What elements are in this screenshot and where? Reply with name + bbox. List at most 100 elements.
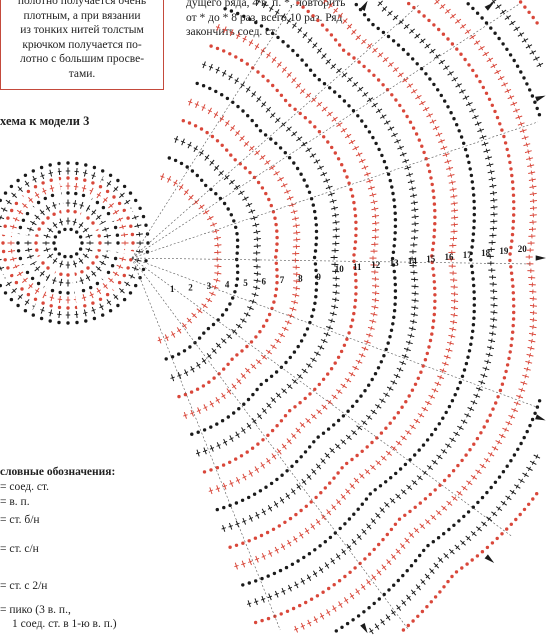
chain-dot <box>528 423 532 428</box>
stitch-mark <box>307 363 311 368</box>
stitch-mark <box>442 145 446 151</box>
chain-dot <box>69 227 73 232</box>
chain-dot <box>465 154 470 158</box>
chain-dot <box>299 508 303 513</box>
chain-dot <box>512 58 516 63</box>
chain-dot <box>220 93 224 97</box>
chain-dot <box>241 583 245 587</box>
chain-dot <box>510 173 514 178</box>
row-number-label: 14 <box>408 256 418 266</box>
chain-dot <box>235 245 240 249</box>
chain-dot <box>57 252 61 256</box>
legend-item-picot-detail: 1 соед. ст. в 1-ю в. п.) <box>12 618 117 630</box>
chain-dot <box>460 374 465 378</box>
chain-dot <box>146 241 150 245</box>
stitch-mark <box>335 234 337 239</box>
chain-dot <box>25 270 30 275</box>
chain-dot <box>456 386 460 391</box>
stitch-mark <box>322 338 326 344</box>
legend-title: словные обозначения: <box>0 466 116 478</box>
chain-dot <box>303 450 308 454</box>
row-number-label: 20 <box>518 244 528 254</box>
chain-dot <box>312 440 316 444</box>
chain-dot <box>3 191 8 195</box>
stitch-mark <box>226 389 231 393</box>
chain-dot <box>460 458 464 463</box>
chain-dot <box>496 395 500 399</box>
stitch-mark <box>212 222 215 227</box>
chain-dot <box>530 417 535 422</box>
stitch-mark <box>300 624 305 628</box>
stitch-mark <box>438 558 443 562</box>
stitch-mark <box>335 290 337 295</box>
stitch-mark <box>326 611 331 614</box>
chain-dot <box>376 366 381 370</box>
stitch-mark <box>437 510 441 515</box>
chain-dot <box>235 353 239 357</box>
stitch-mark <box>79 204 84 207</box>
ring-gap <box>11 187 58 233</box>
chain-dot <box>408 458 412 462</box>
chain-dot <box>354 227 358 231</box>
chain-dot <box>250 118 254 123</box>
stitch-mark <box>96 215 101 220</box>
chain-dot <box>384 480 388 484</box>
chain-dot <box>382 354 386 358</box>
row-number-label: 8 <box>298 274 303 284</box>
stitch-mark <box>266 459 271 463</box>
chain-dot <box>226 207 230 211</box>
stitch-mark <box>485 458 489 463</box>
chain-dot <box>46 216 50 220</box>
chain-dot <box>452 117 456 121</box>
chain-dot <box>471 323 476 327</box>
stitch-mark <box>455 545 460 550</box>
stitch-mark <box>199 151 204 155</box>
chain-dot <box>187 121 192 125</box>
chain-dot <box>349 187 353 192</box>
stitch-mark <box>79 279 84 282</box>
chain-dot <box>321 590 325 594</box>
stitch-mark <box>366 524 371 529</box>
chain-dot <box>337 579 342 583</box>
chain-dot <box>273 216 277 220</box>
stitch-mark <box>523 38 527 43</box>
chain-dot <box>508 53 513 57</box>
stitch-mark <box>388 11 392 16</box>
stitch-mark <box>503 82 506 87</box>
chain-dot <box>122 273 127 278</box>
chain-dot <box>275 268 279 272</box>
stitch-mark <box>208 489 214 492</box>
stitch-mark <box>425 574 430 579</box>
chain-dot <box>126 216 130 220</box>
stitch-mark <box>12 193 16 198</box>
chain-dot <box>294 512 298 517</box>
chain-dot <box>501 470 506 474</box>
chain-dot <box>510 278 514 282</box>
chain-dot <box>50 193 55 198</box>
chain-dot <box>313 262 318 266</box>
chain-dot <box>471 277 475 281</box>
stitch-mark <box>325 332 329 337</box>
chain-dot <box>425 605 429 609</box>
chain-dot <box>431 540 435 544</box>
chain-dot <box>235 277 240 281</box>
stitch-mark <box>453 298 456 304</box>
chain-dot <box>170 355 175 359</box>
stitch-mark <box>410 179 413 184</box>
stitch-mark <box>405 538 410 543</box>
chain-dot <box>466 2 470 6</box>
chain-dot <box>336 157 341 161</box>
stitch-mark <box>281 589 286 593</box>
stitch-mark <box>40 271 45 276</box>
stitch-mark <box>312 572 318 576</box>
chain-dot <box>530 94 535 98</box>
chain-dot <box>489 485 493 490</box>
stitch-mark <box>351 30 356 34</box>
chain-dot <box>450 399 455 403</box>
chain-dot <box>86 216 90 220</box>
stitch-mark <box>123 232 126 238</box>
chain-dot <box>329 33 334 37</box>
chain-dot <box>485 545 490 550</box>
chain-dot <box>0 198 2 203</box>
chain-dot <box>193 124 198 128</box>
